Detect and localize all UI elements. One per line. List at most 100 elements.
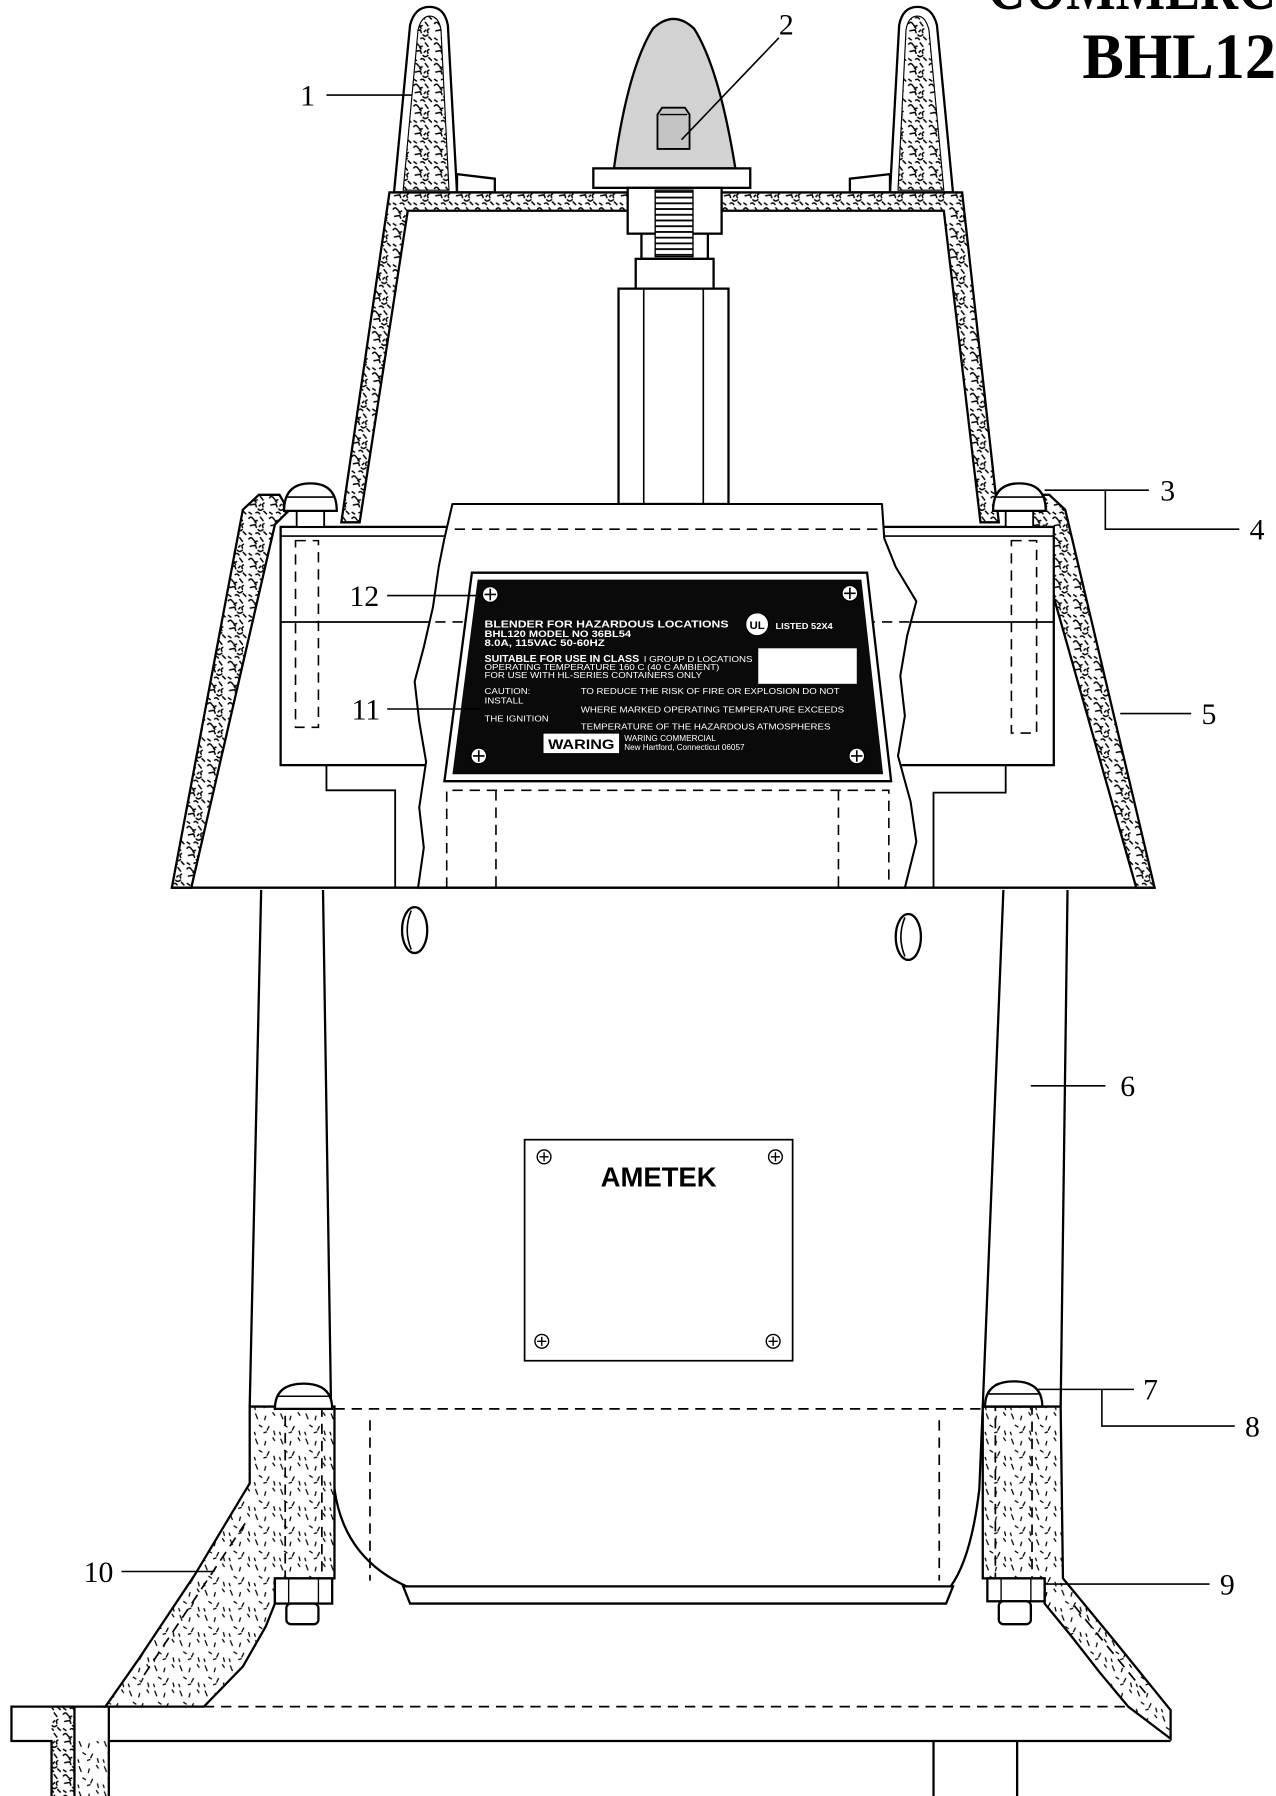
right-fin-core	[897, 15, 945, 191]
left-base-flange	[10, 1705, 110, 1796]
left-vent-hole	[400, 906, 429, 955]
left-top-screw-shank	[295, 509, 326, 528]
callout-7: 7	[1143, 1374, 1158, 1407]
nameplate-screws	[469, 584, 866, 765]
callout-11: 11	[352, 693, 381, 726]
motor-hidden-lines	[334, 1407, 983, 1581]
callout-2: 2	[779, 8, 794, 41]
left-fin-core	[402, 15, 450, 191]
base	[10, 1405, 1172, 1796]
callout-1: 1	[300, 79, 315, 112]
right-vent-hole-inner	[900, 917, 906, 957]
drive-coupling-cone	[612, 17, 737, 170]
left-panel-step	[325, 765, 397, 888]
callout-3: 3	[1160, 475, 1175, 508]
hex-drive-body-facets	[642, 288, 705, 504]
left-bolt-nut	[273, 1577, 334, 1605]
nameplate-warning-3: TEMPERATURE OF THE HAZARDOUS ATMOSPHERES	[581, 723, 831, 732]
top-fins	[392, 5, 955, 194]
nameplate-blank-box	[758, 648, 857, 684]
callout-leaders	[121, 37, 1240, 1585]
nameplate-face	[452, 579, 884, 775]
base-hidden-lines	[139, 1522, 1147, 1708]
motor-bottom-contour	[329, 1406, 984, 1588]
left-fin-foot	[455, 172, 496, 194]
callout-10: 10	[84, 1556, 114, 1589]
nameplate-rating: 8.0A, 115VAC 50-60HZ	[485, 638, 606, 648]
ametek-screw-cross-icon	[768, 1336, 778, 1346]
right-panel-bolt-hidden	[1010, 539, 1038, 734]
callout-numbers: 1 2 3 4 5 6 7 8 9 10 11 12	[84, 8, 1265, 1601]
nameplate-company: WARING COMMERCIAL	[624, 734, 716, 743]
ametek-plate-screws	[534, 1149, 784, 1349]
base-feet	[932, 1741, 1019, 1796]
left-base-skirt	[103, 1405, 336, 1708]
right-vent-hole	[894, 912, 923, 961]
callout-5: 5	[1202, 698, 1217, 731]
nameplate-operating-temperature: OPERATING TEMPERATURE 160 C (40 C AMBIEN…	[485, 663, 720, 672]
plate-screw-cross-icon	[473, 750, 485, 762]
nameplate-install: INSTALL	[485, 696, 525, 705]
drive-coupling-assembly	[592, 17, 752, 506]
nameplate-ignition: THE IGNITION	[485, 715, 549, 724]
left-vent-hole-inner	[406, 910, 412, 950]
leader-2	[680, 37, 780, 141]
nameplate-containers: FOR USE WITH HL-SERIES CONTAINERS ONLY	[485, 671, 703, 680]
ametek-screw-cross-icon	[770, 1152, 781, 1162]
hazardous-location-nameplate: BLENDER FOR HAZARDOUS LOCATIONS BHL120 M…	[443, 571, 893, 783]
plate-screw-cross-icon	[484, 588, 496, 601]
leader-4	[1104, 490, 1240, 530]
left-foot-texture	[51, 1706, 75, 1796]
ul-logo	[745, 612, 770, 637]
nameplate-model: BHL120 MODEL NO 36BL54	[485, 629, 633, 639]
title-line-2: BHL12	[1082, 21, 1276, 92]
left-housing-wall	[170, 493, 291, 889]
leader-8	[1101, 1389, 1235, 1427]
ametek-plate-frame	[523, 1138, 794, 1362]
callout-8: 8	[1245, 1410, 1260, 1443]
callout-12: 12	[349, 580, 379, 613]
ul-logo-lettering: UL	[749, 620, 764, 632]
callout-6: 6	[1120, 1070, 1135, 1103]
callout-4: 4	[1250, 513, 1265, 546]
right-top-screw-shank	[1004, 509, 1035, 528]
coupling-washer	[592, 167, 752, 189]
ametek-screw-cross-icon	[537, 1336, 547, 1346]
shaft-coupling	[634, 257, 715, 290]
motor-housing-right-side	[981, 889, 1069, 1407]
plate-screw-cross-icon	[844, 587, 856, 600]
right-bolt-nut	[986, 1577, 1046, 1603]
nameplate-address: New Hartford, Connecticut 06057	[624, 743, 745, 752]
nameplate-title: BLENDER FOR HAZARDOUS LOCATIONS	[485, 620, 730, 631]
top-screws	[282, 482, 1047, 528]
base-bolts	[273, 1380, 1046, 1626]
nameplate-warning-1: TO REDUCE THE RISK OF FIRE OR EXPLOSION …	[581, 687, 840, 696]
waring-logo: WARING	[548, 737, 614, 752]
ametek-screw-cross-icon	[539, 1152, 549, 1162]
right-bolt-end	[997, 1600, 1033, 1626]
motor-housing-left-side	[248, 889, 333, 1407]
hex-drive-body	[617, 287, 730, 506]
right-bolt-nut-facets	[1000, 1578, 1032, 1602]
plate-screw-cross-icon	[851, 750, 863, 762]
ametek-brand: AMETEK	[601, 1162, 717, 1193]
left-bolt-end	[285, 1602, 320, 1626]
right-fin-foot	[848, 172, 892, 194]
nameplate-suitable: SUITABLE FOR USE IN CLASS	[485, 654, 640, 665]
nameplate-warning-2: WHERE MARKED OPERATING TEMPERATURE EXCEE…	[581, 705, 844, 714]
cutaway-hidden-lines	[435, 528, 911, 888]
left-bolt-nut-facets	[287, 1578, 320, 1604]
waring-logo-box	[542, 732, 621, 755]
nameplate-group: I GROUP D LOCATIONS	[644, 654, 753, 664]
title-line-1: COMMERC	[987, 0, 1276, 24]
callout-9: 9	[1220, 1568, 1235, 1601]
left-foot-lower-texture	[74, 1741, 109, 1796]
shaft-threads	[654, 189, 694, 258]
motor-housing	[248, 889, 1069, 1605]
ametek-plate: AMETEK	[523, 1138, 794, 1362]
ul-listing-number: LISTED 52X4	[775, 621, 833, 631]
motor-bottom-plate	[401, 1585, 955, 1605]
drawing-title: COMMERC BHL12	[987, 0, 1276, 92]
nameplate-caution: CAUTION:	[485, 687, 531, 696]
